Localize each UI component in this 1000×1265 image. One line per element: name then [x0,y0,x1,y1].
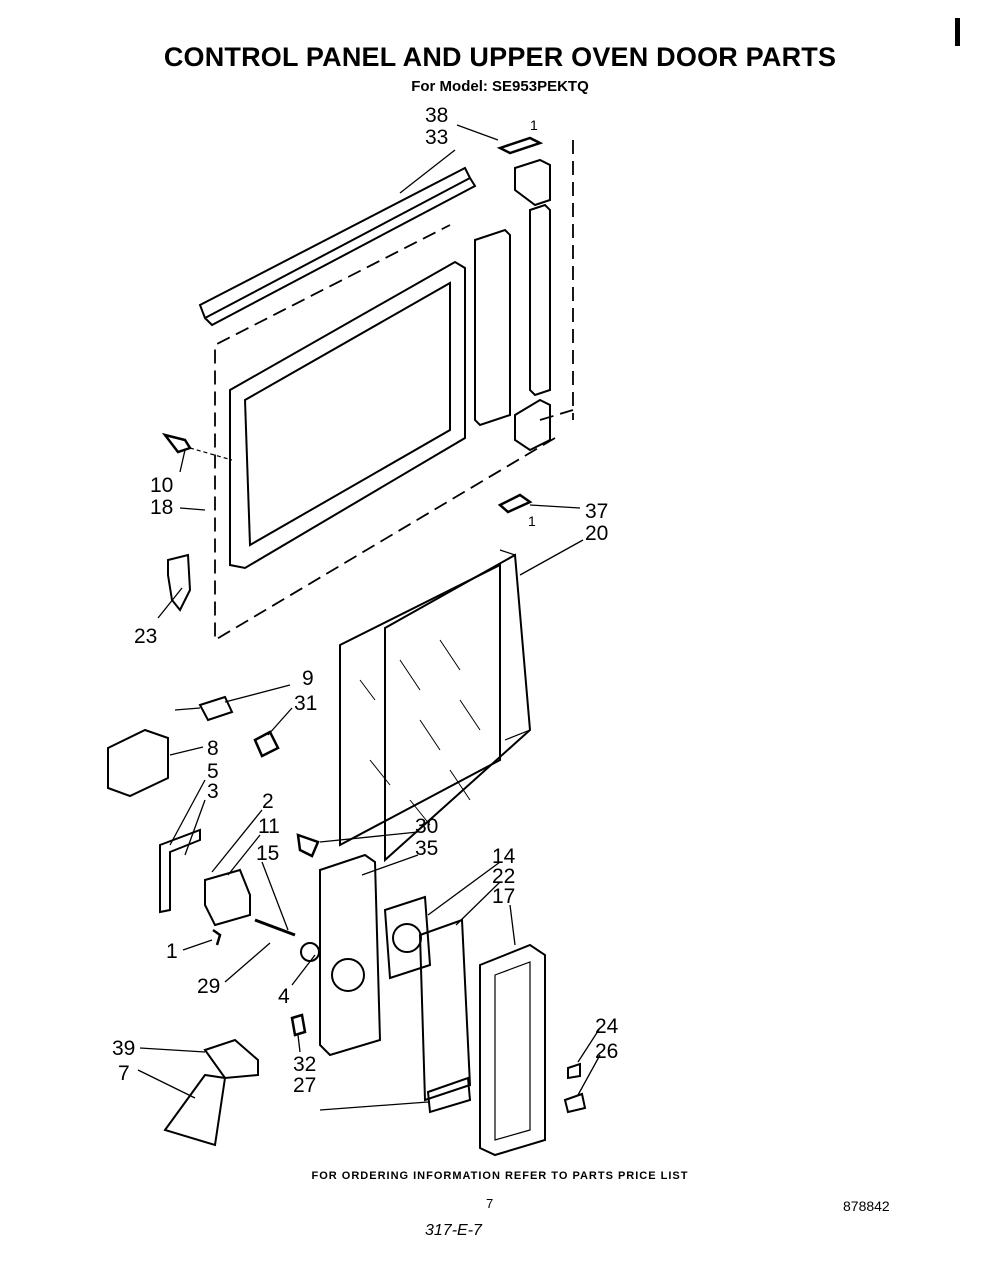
knob-small-part [567,1062,581,1080]
lamp-socket-part [198,695,234,722]
callout-17: 17 [492,885,515,908]
callout-1-qty: 1 [528,513,536,529]
door-frame-part [229,260,466,570]
end-cap-part [496,136,544,155]
callout-23: 23 [134,625,157,648]
handle-part [163,1073,227,1147]
callout-24: 24 [595,1015,619,1038]
callout-7: 7 [118,1062,130,1085]
handwritten-code: 317-E-7 [425,1222,482,1239]
callout-3: 3 [207,780,219,803]
glass-panels-part [339,549,532,863]
callout-31: 31 [294,692,317,715]
callout-14: 14 [492,845,516,868]
knob-insert-part [563,1092,587,1114]
callout-22: 22 [492,865,515,888]
ordering-note: FOR ORDERING INFORMATION REFER TO PARTS … [311,1170,689,1182]
knob-part [300,942,320,962]
trim-strip-part [198,166,477,327]
clock-part [383,895,432,980]
callout-33: 33 [425,126,448,149]
model-subtitle: For Model: SE953PEKTQ [411,78,589,95]
screw-1-part [212,928,222,946]
callout-1: 1 [166,940,178,963]
document-number: 878842 [843,1198,890,1214]
transformer-part [107,728,169,798]
callout-26: 26 [595,1040,618,1063]
nameplate-part [426,1076,472,1114]
leader-lines [137,124,601,1111]
side-channel-right [529,203,551,397]
switch-part [204,868,251,927]
callout-4: 4 [278,985,290,1008]
callout-1-qty: 1 [530,117,538,133]
bulb-part [253,730,280,758]
side-channel-left [474,228,511,427]
callout-11: 11 [258,815,280,838]
switch-bracket-part [159,828,201,914]
assembly-outline [214,140,574,642]
callout-2: 2 [262,790,274,813]
callout-5: 5 [207,760,219,783]
screw-part [161,432,192,454]
callout-30: 30 [415,815,438,838]
callout-39: 39 [112,1037,135,1060]
callout-9: 9 [302,667,314,690]
shaft-part [254,918,296,937]
clip-part [497,493,533,514]
screw-32-part [290,1013,307,1037]
callout-35: 35 [415,837,438,860]
control-panel-part [319,853,382,1057]
callout-18: 18 [150,496,173,519]
bracket-bottom [514,398,551,452]
screw-30-part [296,833,320,858]
callout-labels: 38 33 1 10 18 37 1 20 23 9 31 8 5 3 2 11… [112,104,619,1097]
callout-29: 29 [197,975,220,998]
handle-bracket-part [203,1038,259,1080]
page-number: 7 [486,1196,494,1211]
glass-hatching [359,639,481,826]
hinge-part [167,553,192,612]
callout-38: 38 [425,104,448,127]
corner-mark [955,18,960,46]
callout-37: 37 [585,500,608,523]
callout-10: 10 [150,474,173,497]
callout-20: 20 [585,522,608,545]
end-trim-part [479,943,546,1157]
callout-27: 27 [293,1074,316,1097]
callout-8: 8 [207,737,219,760]
bracket-top [514,158,551,207]
callout-15: 15 [256,842,279,865]
panel-glass-part [418,918,472,1102]
callout-32: 32 [293,1053,316,1076]
page-title: CONTROL PANEL AND UPPER OVEN DOOR PARTS [163,42,837,72]
